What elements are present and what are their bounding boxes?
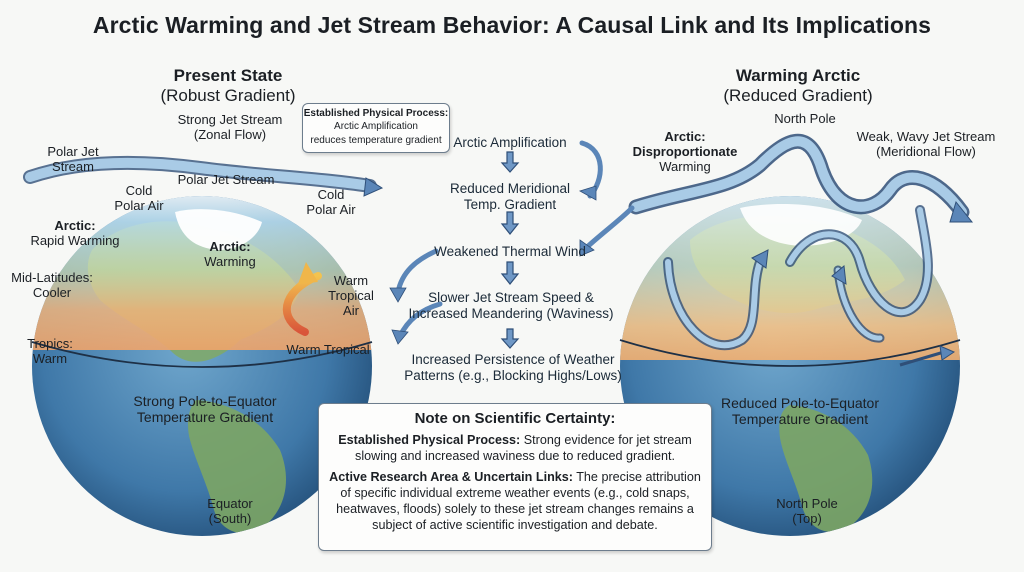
flow-arrow-3 [500,261,520,285]
flow-arrow-1 [500,151,520,173]
scientific-certainty-note: Note on Scientific Certainty: Establishe… [318,403,712,551]
left-panel-subheading: (Robust Gradient) [160,86,296,105]
north-pole-bottom-label: North Pole(Top) [776,496,838,526]
north-pole-top-label: North Pole [774,111,836,126]
note-paragraph-uncertain: Active Research Area & Uncertain Links: … [329,470,701,532]
polar-jet-band-label: Polar Jet Stream [177,172,275,187]
left-panel-heading: Present State [173,66,283,85]
established-line-2: reduces temperature gradient [310,135,442,146]
mid-latitudes-label: Mid-Latitudes:Cooler [11,270,93,300]
strong-jet-label: Strong Jet Stream(Zonal Flow) [177,112,283,142]
equator-label: Equator(South) [207,496,253,526]
note-heading: Note on Scientific Certainty: [414,410,616,427]
right-panel-subheading: (Reduced Gradient) [723,86,873,105]
established-heading: Established Physical Process: [303,108,449,119]
right-panel-heading: Warming Arctic [735,66,861,85]
flow-arrow-2 [500,211,520,235]
flow-arrow-4 [500,328,520,349]
tropics-label: Tropics:Warm [27,336,73,366]
established-process-box: Established Physical Process: Arctic Amp… [302,103,450,153]
flow-step-weakened-thermal-wind: Weakened Thermal Wind [434,244,586,259]
note-paragraph-established: Established Physical Process: Strong evi… [338,433,692,463]
arctic-rapid-warming: Arctic:Rapid Warming [30,218,120,248]
established-line-1: Arctic Amplification [334,121,418,132]
warm-tropical-label: Warm Tropical [286,342,370,357]
globe-arctic-warming: Arctic:Warming [204,239,256,269]
flow-step-slower-jet: Slower Jet Stream Speed &Increased Meand… [408,290,614,321]
flow-arrows [500,151,520,349]
flow-step-arctic-amplification: Arctic Amplification [453,135,567,150]
wavy-jet-label: Weak, Wavy Jet Stream(Meridional Flow) [856,129,996,159]
curved-connector-heads [389,185,597,345]
page-title: Arctic Warming and Jet Stream Behavior: … [92,12,932,38]
